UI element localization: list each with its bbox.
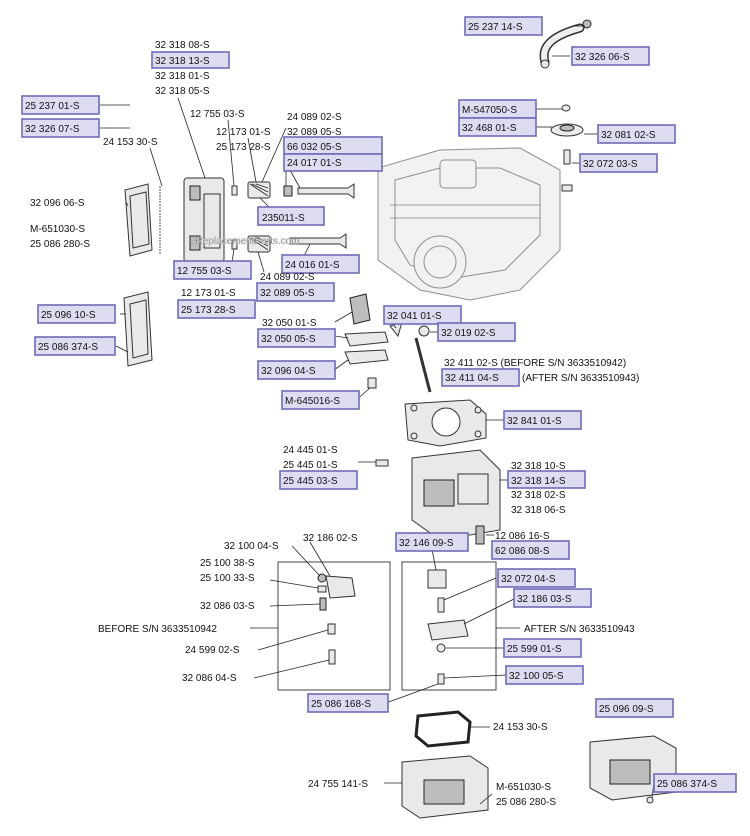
label-25-086-374-s-right: 25 086 374-S [657,779,717,790]
label-25-096-10-s: 25 096 10-S [41,310,96,321]
label-235011-s: 235011-S [262,213,305,224]
head-gasket-illustration [404,399,487,447]
engine-block-illustration [377,147,561,301]
label-25-100-38-s: 25 100 38-S [200,558,255,569]
label-25-086-280-s-bottom: 25 086 280-S [496,797,556,808]
label-32-411-04-s: 32 411 04-S [445,373,499,384]
label-32-100-04-s: 32 100 04-S [224,541,279,552]
label-25-086-168-s: 25 086 168-S [311,699,371,710]
label-25-100-33-s: 25 100 33-S [200,573,255,584]
label-25-237-14-s: 25 237 14-S [468,22,523,33]
label-32-326-06-s: 32 326 06-S [575,52,630,63]
rocker-after-illustration [427,569,469,685]
label-32-318-01-s: 32 318 01-S [155,71,210,82]
label-32-411-02-s-before: 32 411 02-S (BEFORE S/N 3633510942) [444,358,626,369]
label-32-318-10-s: 32 318 10-S [511,461,566,472]
label-12-173-01-s-bottom: 12 173 01-S [181,288,236,299]
label-62-086-08-s: 62 086 08-S [495,546,550,557]
valve-cover-bottom-illustration [401,755,489,819]
label-32-318-02-s: 32 318 02-S [511,490,566,501]
label-before-sn: BEFORE S/N 3633510942 [98,624,217,635]
label-32-100-05-s: 32 100 05-S [509,671,564,682]
valve-spring-illustrations [231,181,355,253]
after-sn-frame [401,561,497,691]
rocker-before-illustration [317,573,356,665]
valve-cover-bottom-right-illustration [589,735,677,804]
label-m-645016-s: M-645016-S [285,396,340,407]
label-32-081-02-s: 32 081 02-S [601,130,656,141]
label-25-599-01-s: 25 599 01-S [507,644,562,655]
cylinder-head-illustration [375,449,501,545]
rocker-parts-illustration [344,293,432,393]
valve-cover-left-upper-illustration [124,183,161,257]
label-m-547050-s: M-547050-S [462,105,517,116]
valve-cover-left-lower-illustration [123,291,153,367]
label-24-153-30-s-bottom: 24 153 30-S [493,722,548,733]
label-25-086-374-s-left: 25 086 374-S [38,342,98,353]
label-32-318-08-s: 32 318 08-S [155,40,210,51]
label-32-318-06-s: 32 318 06-S [511,505,566,516]
label-25-096-09-s: 25 096 09-S [599,704,654,715]
label-32-318-05-s: 32 318 05-S [155,86,210,97]
label-32-186-02-s: 32 186 02-S [303,533,358,544]
label-32-468-01-s: 32 468 01-S [462,123,517,134]
label-25-173-28-s-bottom: 25 173 28-S [181,305,236,316]
highlight-boxes [21,16,737,793]
before-sn-frame [277,561,391,691]
part-labels: 25 237 14-S 32 326 06-S M-547050-S 32 46… [25,22,717,808]
label-25-086-280-s-top: 25 086 280-S [30,239,90,250]
label-m-651030-s-top: M-651030-S [30,224,85,235]
label-32-096-04-s: 32 096 04-S [261,366,316,377]
label-32-072-04-s: 32 072 04-S [501,574,556,585]
label-12-755-03-s-top: 12 755 03-S [190,109,245,120]
label-24-017-01-s: 24 017 01-S [287,158,342,169]
label-32-086-04-s: 32 086 04-S [182,673,237,684]
label-32-318-13-s: 32 318 13-S [155,56,210,67]
label-25-445-01-s: 25 445 01-S [283,460,338,471]
label-32-146-09-s: 32 146 09-S [399,538,454,549]
label-32-841-01-s: 32 841 01-S [507,416,562,427]
label-32-089-05-s-bottom: 32 089 05-S [260,288,315,299]
label-32-318-14-s: 32 318 14-S [511,476,566,487]
label-24-445-01-s: 24 445 01-S [283,445,338,456]
label-12-173-01-s-top: 12 173 01-S [216,127,271,138]
label-24-016-01-s: 24 016 01-S [285,260,340,271]
label-12-755-03-s-bottom: 12 755 03-S [177,266,232,277]
label-24-755-141-s: 24 755 141-S [308,779,368,790]
label-24-153-30-s-top: 24 153 30-S [103,137,158,148]
label-25-237-01-s: 25 237 01-S [25,101,80,112]
label-m-651030-s-bottom: M-651030-S [496,782,551,793]
label-66-032-05-s: 66 032 05-S [287,142,342,153]
label-32-050-05-s: 32 050 05-S [261,334,316,345]
label-32-326-07-s: 32 326 07-S [25,124,80,135]
label-25-173-28-s-top: 25 173 28-S [216,142,271,153]
watermark-text: eReplacementParts.com [190,236,300,247]
label-after-sn: AFTER S/N 3633510943 [524,624,635,635]
label-32-050-01-s: 32 050 01-S [262,318,317,329]
label-32-072-03-s: 32 072 03-S [583,159,638,170]
label-12-086-16-s: 12 086 16-S [495,531,550,542]
label-after-sn-note: (AFTER S/N 3633510943) [522,373,639,384]
breather-cover-illustration [550,104,584,192]
label-24-089-02-s-top: 24 089 02-S [287,112,342,123]
label-32-096-06-s: 32 096 06-S [30,198,85,209]
label-25-445-03-s: 25 445 03-S [283,476,338,487]
label-24-599-02-s: 24 599 02-S [185,645,240,656]
valve-cover-gasket-illustration [414,710,472,748]
label-32-041-01-s: 32 041 01-S [387,311,442,322]
cylinder-head-side-illustration [183,177,225,263]
label-24-089-02-s-bottom: 24 089 02-S [260,272,315,283]
label-32-019-02-s: 32 019 02-S [441,328,496,339]
label-32-186-03-s: 32 186 03-S [517,594,572,605]
label-32-086-03-s: 32 086 03-S [200,601,255,612]
label-32-089-05-s-top: 32 089 05-S [287,127,342,138]
breather-hose-illustration [539,19,592,69]
